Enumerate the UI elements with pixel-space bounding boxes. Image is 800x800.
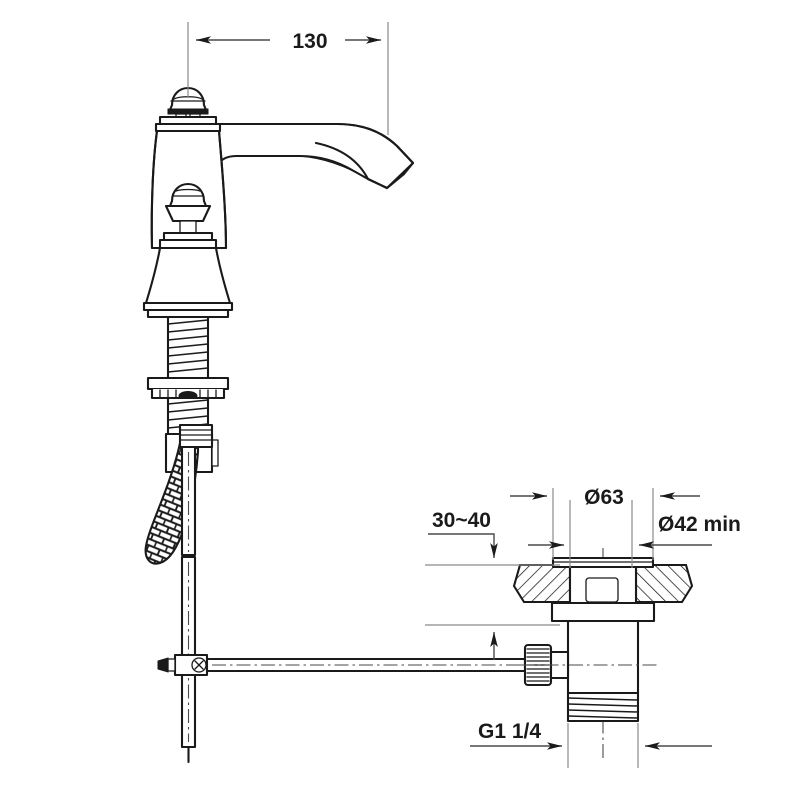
faucet-mid-plate: [158, 231, 218, 250]
dim3040-leader-top: [428, 533, 498, 558]
cap-collar-band: [167, 108, 209, 115]
washer-plate: [146, 376, 230, 391]
faucet-upper-collar: [154, 115, 222, 133]
drain-underflange: [550, 601, 656, 623]
base-flare: [144, 246, 232, 305]
drain-tailpiece: [566, 691, 640, 723]
drain-neck-window: [585, 577, 619, 603]
basin-section-right: [634, 563, 694, 604]
hose-fitting-lug: [211, 439, 219, 467]
pivot-nut-shoulder: [549, 650, 570, 680]
drain-neck: [568, 565, 638, 605]
dimG1-label: G1 1/4: [478, 720, 541, 743]
tailpiece-threads: [567, 697, 639, 719]
mid-plate-bottom: [158, 238, 218, 250]
dimension-tailpiece-thread: G1 1/4: [470, 720, 712, 768]
drain-body-upper: [550, 601, 656, 695]
dim63-label: Ø63: [584, 486, 624, 509]
cap-dome: [168, 86, 208, 112]
dim42-label: Ø42 min: [658, 513, 741, 536]
spout-lower-curve: [299, 155, 369, 180]
washer-knurl: [159, 389, 217, 398]
dim3040-label: 30~40: [432, 509, 491, 532]
waste-assembly: [512, 548, 694, 760]
hose-crimp-collar: [178, 423, 214, 449]
clevis-left-boss: [167, 658, 176, 672]
body-right-profile: [217, 129, 228, 250]
handle-dome-groove: [175, 188, 201, 192]
horizontal-lift-rod: [205, 657, 527, 673]
clevis-left-tip: [157, 657, 169, 673]
dimension-basin-hole: Ø42 min: [528, 500, 741, 568]
lift-rod-clevis: [157, 653, 209, 677]
vertical-lift-rod: [180, 445, 197, 764]
handle-skirt: [164, 204, 212, 223]
basin-section-left: [512, 563, 572, 604]
drain-flange: [551, 556, 655, 569]
clevis-pivot-cross: [194, 660, 204, 670]
drain-body-barrel: [566, 619, 640, 695]
dimension-spout-reach: 130: [187, 22, 389, 135]
shank-upper-threads: [167, 319, 209, 373]
spout-upper-curve: [314, 122, 415, 190]
body-left-profile: [150, 129, 159, 250]
spout-outlet-face: [385, 172, 406, 190]
faucet-base-escutcheon: [142, 246, 234, 319]
dimension-basin-thickness: 30~40: [425, 509, 560, 660]
handle-dome: [168, 182, 208, 208]
faucet-threaded-shank-upper: [166, 315, 210, 380]
dim130-label: 130: [292, 30, 327, 53]
